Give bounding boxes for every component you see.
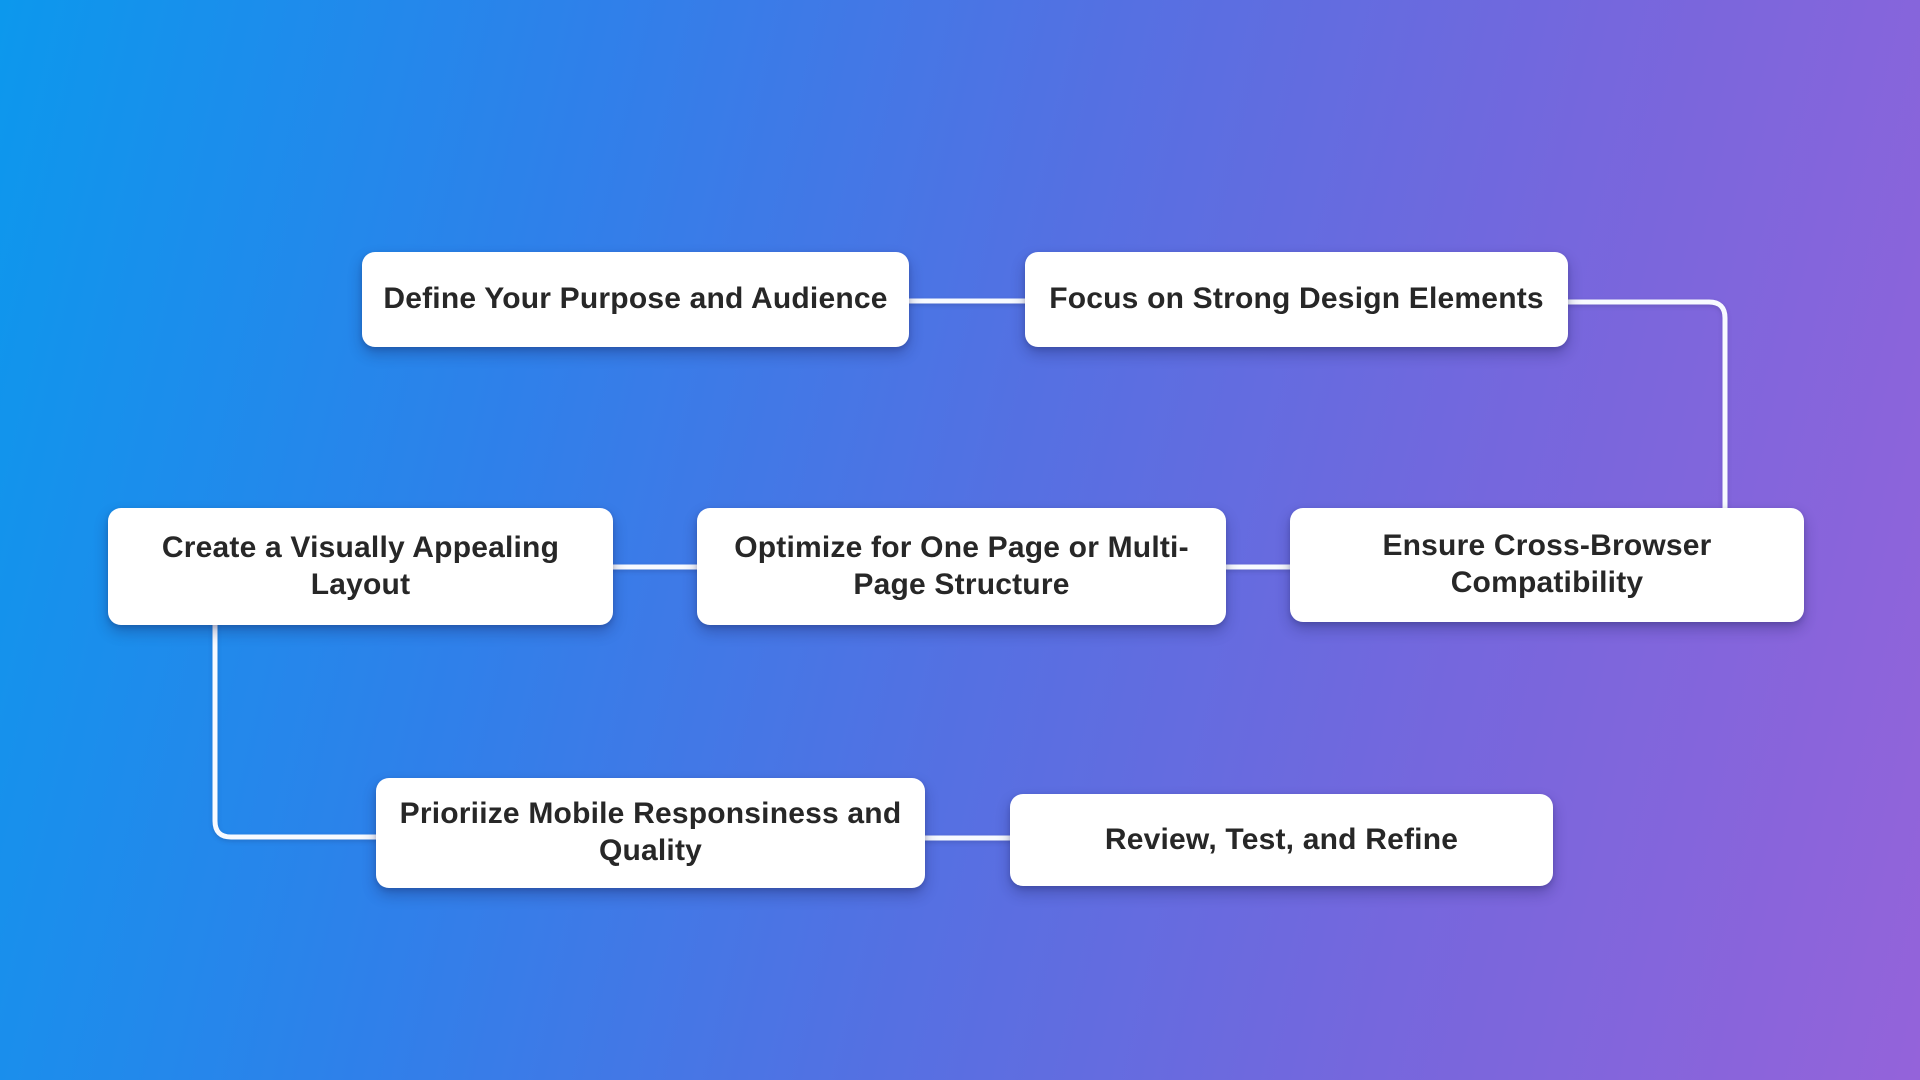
flow-node-label: Define Your Purpose and Audience bbox=[383, 282, 888, 316]
flow-node-focus-design-elements: Focus on Strong Design Elements bbox=[1025, 252, 1568, 347]
flow-node-label: Prioriize Mobile Responsiness and Qualit… bbox=[399, 797, 902, 867]
flow-node-define-purpose: Define Your Purpose and Audience bbox=[362, 252, 909, 347]
flow-node-label: Review, Test, and Refine bbox=[1104, 822, 1459, 856]
flow-node-label: Optimize for One Page or Multi-Page Stru… bbox=[734, 530, 1189, 601]
flow-node-review-test-refine: Review, Test, and Refine bbox=[1010, 794, 1553, 886]
connector-focus-to-crossbrowser bbox=[1565, 299, 1728, 512]
flow-node-label: Ensure Cross-Browser Compatibility bbox=[1382, 529, 1712, 599]
flow-node-optimize-structure: Optimize for One Page or Multi-Page Stru… bbox=[697, 508, 1226, 625]
flow-node-cross-browser: Ensure Cross-Browser Compatibility bbox=[1290, 508, 1804, 622]
flow-node-create-layout: Create a Visually Appealing Layout bbox=[108, 508, 613, 625]
flow-node-mobile-responsiveness: Prioriize Mobile Responsiness and Qualit… bbox=[376, 778, 925, 888]
flow-node-label: Focus on Strong Design Elements bbox=[1049, 282, 1544, 316]
connector-createlayout-to-mobile bbox=[212, 622, 379, 840]
flow-node-label: Create a Visually Appealing Layout bbox=[161, 530, 560, 601]
